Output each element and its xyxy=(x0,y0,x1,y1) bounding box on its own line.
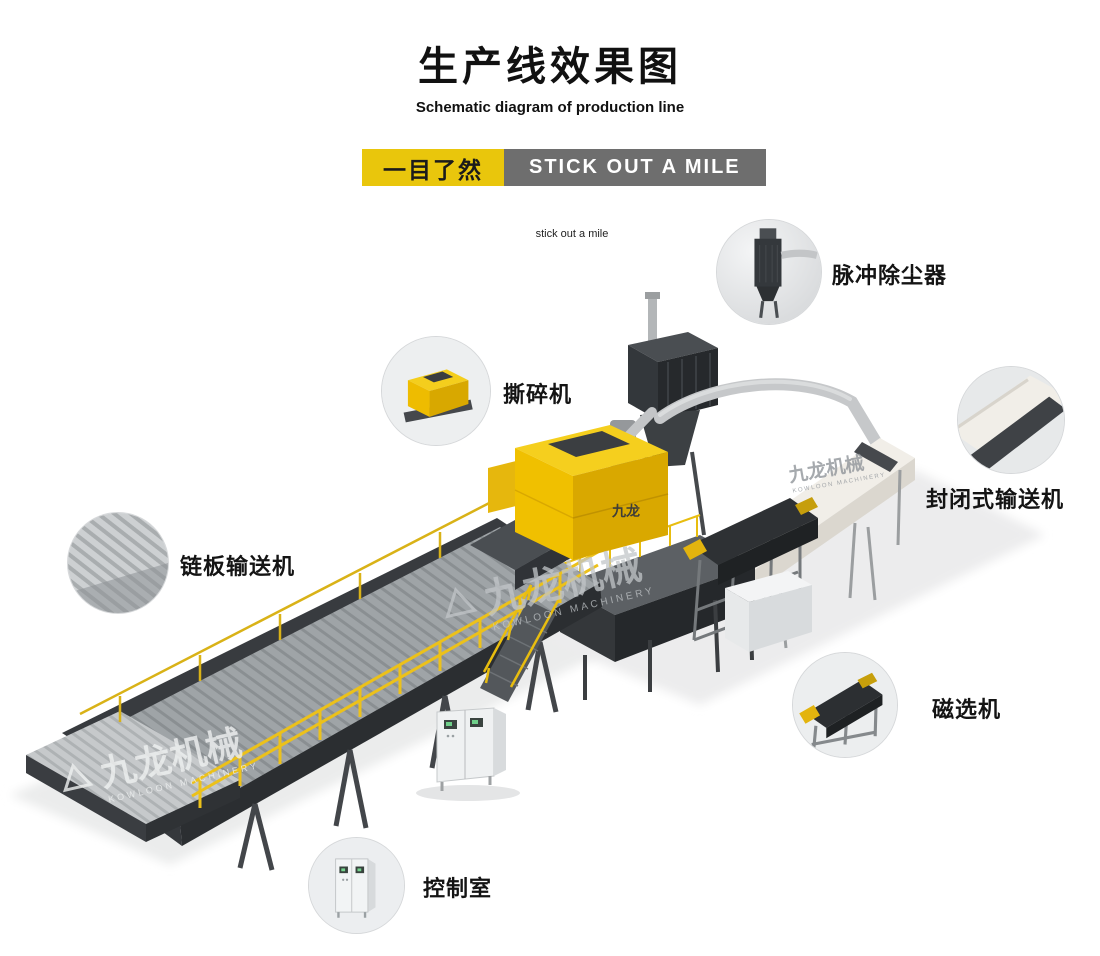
shredder-unit: 九龙 xyxy=(488,425,669,560)
enclosed-conveyor-photo xyxy=(958,367,1064,473)
callout-circle-enclosed-conveyor xyxy=(957,366,1065,474)
callout-label-control-room: 控制室 xyxy=(423,876,493,901)
banner-cn-label: 一目了然 xyxy=(362,149,504,186)
shredder-brand-label: 九龙 xyxy=(611,503,640,519)
callout-circle-shredder xyxy=(381,336,491,446)
watermark-logo xyxy=(62,763,94,793)
callout-circle-chain-plate-conveyor xyxy=(67,512,169,614)
pulse-dust-collector-photo xyxy=(717,220,821,324)
tagline: stick out a mile xyxy=(535,228,609,240)
control-cabinet xyxy=(436,707,506,791)
callout-label-magnetic-separator: 磁选机 xyxy=(932,697,1002,722)
banner: 一目了然 STICK OUT A MILE xyxy=(362,149,766,186)
collection-bin xyxy=(725,571,812,652)
callout-label-shredder: 撕碎机 xyxy=(503,382,573,407)
control-room-photo xyxy=(309,838,404,933)
page-subtitle: Schematic diagram of production line xyxy=(415,99,685,116)
stairs xyxy=(480,584,561,702)
magnetic-separator-photo xyxy=(793,653,897,757)
watermark-logo xyxy=(445,587,478,619)
callout-circle-control-room xyxy=(308,837,405,934)
chain-plate-conveyor-photo xyxy=(68,513,168,613)
banner-en-label: STICK OUT A MILE xyxy=(504,149,766,186)
callout-circle-pulse-dust-collector xyxy=(716,219,822,325)
callout-label-pulse-dust-collector: 脉冲除尘器 xyxy=(832,263,948,288)
callout-label-enclosed-conveyor: 封闭式输送机 xyxy=(926,487,1065,512)
callout-label-chain-plate-conveyor: 链板输送机 xyxy=(180,554,296,579)
callout-circle-magnetic-separator xyxy=(792,652,898,758)
page-title: 生产线效果图 xyxy=(418,45,682,89)
shredder-photo xyxy=(382,337,490,445)
